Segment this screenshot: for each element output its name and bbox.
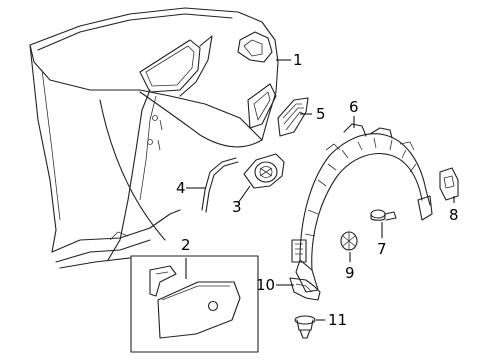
callout-2: 2 [181, 236, 191, 254]
part-4-seal-strip [201, 157, 239, 213]
part-2-fuel-door-inset [130, 255, 259, 353]
callout-11: 11 [328, 311, 347, 329]
callout-4: 4 [176, 179, 186, 197]
callout-6: 6 [349, 98, 359, 116]
leader-lines [185, 59, 455, 321]
quarter-panel [29, 7, 279, 269]
callout-8: 8 [449, 206, 459, 224]
part-5-side-marker [277, 97, 309, 137]
callout-9: 9 [345, 264, 355, 282]
callout-1: 1 [293, 51, 303, 69]
callout-10: 10 [256, 276, 275, 294]
part-7-screw [370, 209, 397, 221]
part-6-wheel-liner [291, 123, 433, 293]
callout-labels: 1 2 3 4 5 6 7 8 9 10 11 [176, 51, 459, 329]
part-11-push-clip [294, 315, 316, 339]
part-10-bracket [289, 277, 321, 301]
callout-7: 7 [377, 240, 387, 258]
part-9-plug [340, 231, 358, 251]
part-8-clip-nut [439, 167, 459, 201]
callout-5: 5 [316, 105, 326, 123]
callout-3: 3 [232, 198, 242, 216]
part-3-fuel-filler-housing [243, 153, 285, 189]
